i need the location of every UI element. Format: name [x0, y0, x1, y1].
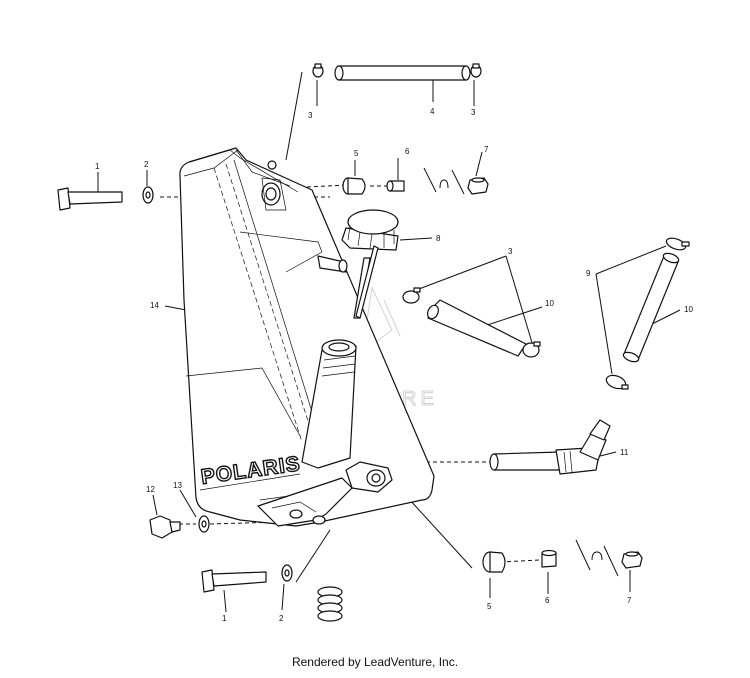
callout-12: 12: [146, 485, 155, 494]
callout-5-bottom: 5: [487, 602, 492, 611]
washer-2-bottom: [281, 564, 293, 582]
callout-14: 14: [150, 301, 159, 310]
clamp-3-top-left: [312, 63, 324, 78]
washer-13: [198, 515, 210, 533]
grommet-5-bottom: [482, 551, 506, 573]
hose-10-mid: [426, 299, 527, 357]
nut-7-bottom: [621, 551, 643, 569]
vent-fitting: [317, 255, 371, 319]
spacer-6-top: [386, 180, 405, 192]
washer-2-top: [142, 186, 154, 204]
callout-13: 13: [173, 481, 182, 490]
callout-10-mid: 10: [545, 299, 554, 308]
callout-5-top: 5: [354, 149, 359, 158]
hose-10-right: [622, 252, 680, 363]
clamp-3-mid-upper: [402, 287, 421, 304]
callout-2-bottom: 2: [279, 614, 284, 623]
clamp-9-upper: [665, 237, 690, 251]
callout-6-bottom: 6: [545, 596, 550, 605]
callout-9: 9: [586, 269, 591, 278]
callout-6-top: 6: [405, 147, 410, 156]
spacer-6-bottom: [541, 549, 557, 568]
callout-11: 11: [620, 448, 629, 457]
callout-3-top-right: 3: [471, 108, 476, 117]
spring-coil: [317, 586, 343, 622]
fuel-cap-8: [341, 209, 399, 319]
clamp-3-mid-lower: [522, 341, 541, 358]
callout-2-top: 2: [144, 160, 149, 169]
grommet-5-top: [342, 177, 366, 195]
callout-7-top: 7: [484, 145, 489, 154]
callout-1-top: 1: [95, 162, 100, 171]
nut-7-top: [467, 177, 489, 195]
bolt-1-top: [57, 187, 123, 211]
callout-3-mid: 3: [508, 247, 513, 256]
callout-1-bottom: 1: [222, 614, 227, 623]
bolt-1-bottom: [201, 569, 267, 593]
nut-12: [149, 515, 181, 539]
callout-4: 4: [430, 107, 435, 116]
hose-4: [334, 65, 471, 81]
clamp-3-top-right: [470, 63, 482, 78]
callout-10-right: 10: [684, 305, 693, 314]
clip-top: [423, 167, 465, 195]
leader-lines: [97, 71, 681, 613]
fuel-tank: POLARIS: [179, 147, 435, 527]
clip-bottom: [575, 539, 619, 577]
clamp-9-lower: [605, 374, 629, 390]
callout-8: 8: [436, 234, 441, 243]
callouts: 1 2 3 4 3 5 6 7 8 3 10 9 10 14 11 12 13 …: [95, 107, 693, 623]
callout-7-bottom: 7: [627, 596, 632, 605]
callout-3-top-left: 3: [308, 111, 313, 120]
footer-credit: Rendered by LeadVenture, Inc.: [291, 655, 459, 669]
elbow-fitting-11: [489, 419, 611, 475]
